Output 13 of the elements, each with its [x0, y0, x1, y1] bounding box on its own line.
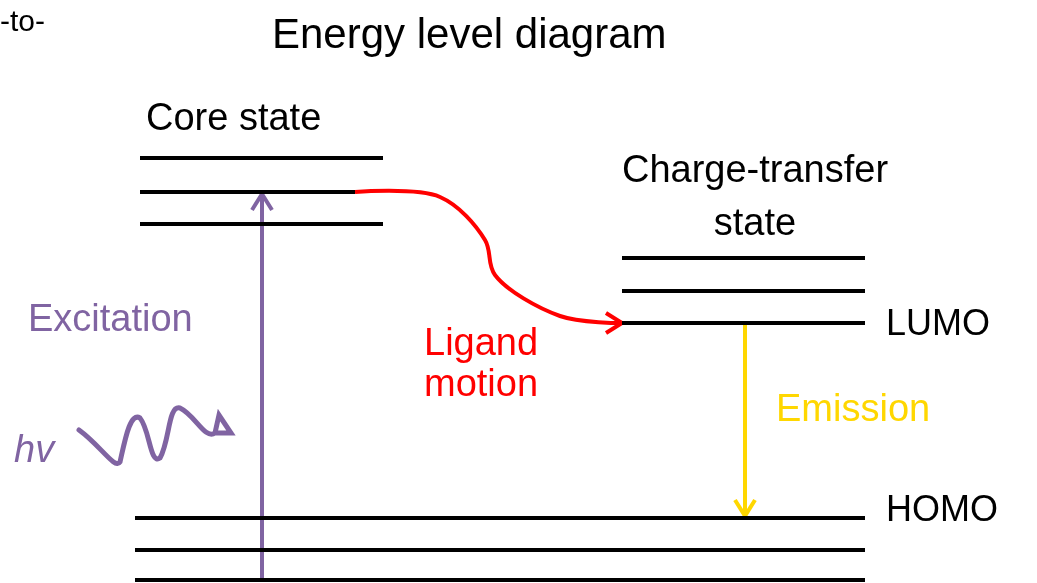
edge-label: Excitation	[28, 298, 194, 340]
arrow	[733, 325, 757, 518]
edge-label: Ligand motion	[424, 322, 540, 405]
level-label: LUMO	[886, 302, 990, 344]
arrow	[250, 192, 274, 578]
photon-symbol: hv	[14, 428, 55, 472]
level-label: HOMO	[886, 488, 998, 530]
edge-label: Emission	[776, 388, 932, 430]
state-heading: Core state	[146, 96, 322, 140]
header-text: -to-	[0, 4, 45, 39]
diagram-title: Energy level diagram	[272, 10, 667, 59]
state-heading: Charge-transfer state	[620, 147, 890, 246]
arrow	[354, 188, 624, 335]
